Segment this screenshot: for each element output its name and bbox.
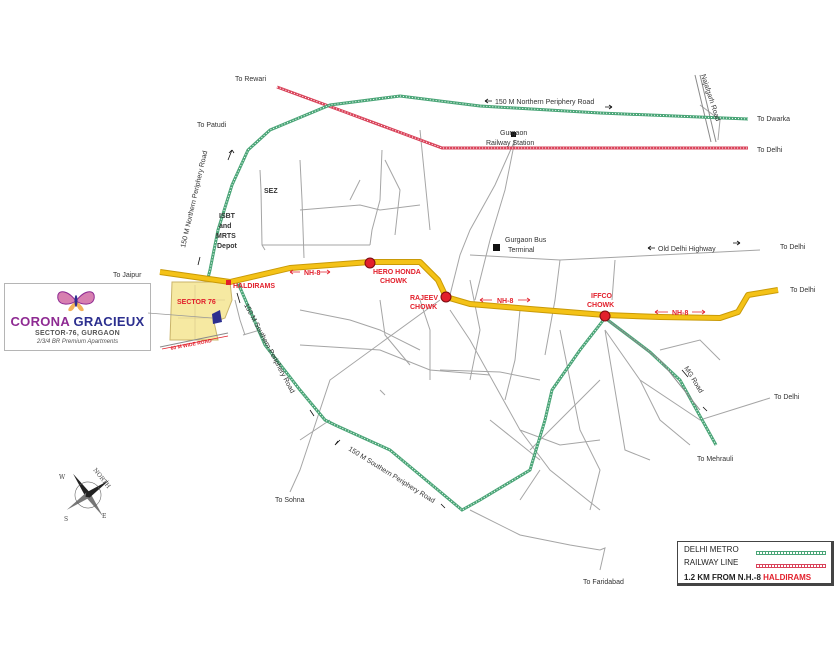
brand-subtitle: SECTOR-76, GURGAON (34, 330, 120, 337)
railway-station-marker (511, 132, 516, 137)
label-to-jaipur: To Jaipur (113, 272, 142, 279)
legend-note: 1.2 KM FROM N.H.-8 HALDIRAMS (684, 573, 811, 582)
legend-metro-swatch (756, 551, 826, 555)
hero-honda-chowk-marker (364, 257, 376, 269)
railway-line (276, 85, 748, 150)
legend-railway-label: RAILWAY LINE (684, 558, 739, 567)
label-iffco-2: CHOWK (587, 302, 614, 309)
label-hero-honda-2: CHOWK (380, 278, 407, 285)
project-logo-box: CORONA GRACIEUX SECTOR-76, GURGAON 2/3/4… (4, 283, 151, 351)
direction-arrows (289, 269, 706, 315)
minor-roads (234, 104, 771, 571)
label-rajeev-2: CHOWK (410, 304, 437, 311)
legend-note-highlight: HALDIRAMS (763, 573, 812, 582)
iffco-chowk-marker (599, 310, 611, 322)
compass-s-label: S (64, 516, 68, 523)
najafgarh-road (694, 74, 717, 143)
rajeev-chowk-marker (440, 291, 452, 303)
label-southern-periphery-vertical: 150 M Southern Periphery Road (242, 303, 295, 395)
chowk-markers (226, 132, 611, 322)
label-isbt-1: ISBT (219, 213, 236, 220)
label-isbt-4: Depot (217, 243, 238, 250)
compass-w-label: W (59, 474, 66, 481)
label-to-delhi-1: To Delhi (757, 147, 783, 154)
label-nh8-1: NH-8 (304, 270, 320, 277)
label-bus-terminal-1: Gurgaon Bus (505, 237, 547, 244)
label-to-faridabad: To Faridabad (583, 579, 624, 586)
label-old-delhi-highway: Old Delhi Highway (658, 246, 716, 253)
label-railway-station-2: Railway Station (486, 140, 534, 147)
label-to-sohna: To Sohna (275, 497, 305, 504)
label-haldirams: HALDIRAMS (233, 283, 275, 290)
compass-e-label: E (102, 513, 106, 520)
label-isbt-2: and (219, 223, 231, 230)
label-northern-periphery: 150 M Northern Periphery Road (495, 99, 594, 106)
label-bus-terminal-2: Terminal (508, 247, 535, 254)
label-iffco-1: IFFCO (591, 293, 613, 300)
metro-lines (205, 94, 749, 512)
label-to-rewari: To Rewari (235, 76, 267, 83)
butterfly-logo-icon (57, 291, 95, 312)
compass-icon (66, 473, 110, 517)
legend-note-prefix: 1.2 KM FROM N.H.-8 (684, 573, 761, 582)
label-nh8-2: NH-8 (497, 298, 513, 305)
brand-tagline: 2/3/4 BR Premium Apartments (36, 339, 119, 345)
label-to-delhi-2: To Delhi (780, 244, 806, 251)
legend-railway-swatch (756, 564, 826, 568)
label-to-mehrauli: To Mehrauli (697, 456, 734, 463)
brand-name-part2: GRACIEUX (73, 314, 145, 329)
label-sez: SEZ (264, 188, 278, 195)
label-to-dwarka: To Dwarka (757, 116, 790, 123)
wide-road (159, 332, 229, 350)
label-hero-honda-1: HERO HONDA (373, 269, 421, 276)
sector-76-plot (169, 281, 233, 341)
legend-metro-label: DELHI METRO (684, 545, 739, 554)
label-nh8-3: NH-8 (672, 310, 688, 317)
brand-name: CORONA GRACIEUX (5, 314, 150, 329)
label-to-delhi-4: To Delhi (774, 394, 800, 401)
bus-terminal-marker (493, 244, 500, 251)
label-northern-periphery-vertical: 150 M Northern Periphery Road (180, 150, 209, 248)
label-railway-station-1: Gurgaon (500, 130, 527, 137)
haldirams-marker (226, 280, 231, 285)
legend: DELHI METRO RAILWAY LINE 1.2 KM FROM N.H… (677, 541, 834, 586)
black-arrows (197, 98, 741, 509)
label-to-delhi-3: To Delhi (790, 287, 816, 294)
label-isbt-3: MRTS (216, 233, 236, 240)
label-rajeev-1: RAJEEV (410, 295, 438, 302)
label-sector-76: SECTOR 76 (177, 299, 216, 306)
nh8-highway (159, 259, 779, 321)
label-to-patudi: To Patudi (197, 122, 227, 129)
brand-name-part1: CORONA (10, 314, 70, 329)
